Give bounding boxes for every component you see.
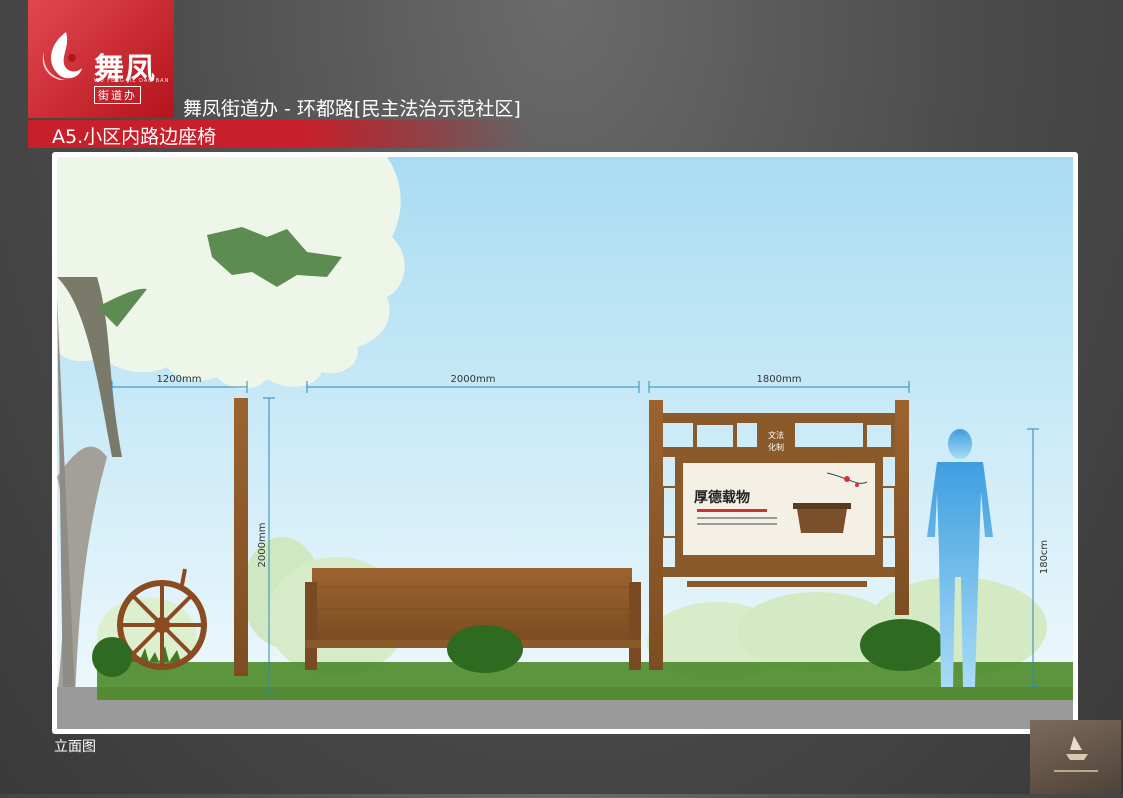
wooden-post (234, 398, 248, 676)
plants (92, 619, 944, 677)
tree (57, 157, 405, 697)
dimension-lines (111, 381, 1039, 693)
brand-logo: 舞凤 WU FENG JIE DAO BAN 街道办 (28, 0, 174, 118)
bronze-vessel-icon (797, 509, 847, 533)
dim-height-post: 2000mm (257, 523, 268, 568)
page-title: 舞凤街道办 - 环都路[民主法治示范社区] (183, 98, 521, 120)
board-label-2: 化制 (768, 442, 784, 452)
signboard: 文法 化制 厚德载物 (649, 400, 909, 670)
brand-pinyin: WU FENG JIE DAO BAN (94, 78, 170, 84)
brand-name: 舞凤 (94, 52, 156, 87)
corner-emblem-icon (1054, 736, 1098, 772)
wooden-wheel (117, 568, 207, 670)
phoenix-icon (42, 32, 82, 80)
section-title: A5.小区内路边座椅 (52, 126, 217, 148)
poster-title: 厚德载物 (694, 489, 750, 506)
board-label-1: 文法 (768, 430, 784, 440)
drawing-caption: 立面图 (54, 739, 96, 755)
elevation-drawing: 文法 化制 厚德载物 (57, 157, 1073, 729)
dim-height-person: 180cm (1039, 540, 1050, 574)
dim-width-1: 1200mm (157, 374, 202, 385)
section-bar (28, 120, 528, 148)
brand-subtitle: 街道办 (94, 86, 141, 104)
elevation-drawing-frame: 文法 化制 厚德载物 (52, 152, 1078, 734)
dim-width-3: 1800mm (757, 374, 802, 385)
dim-width-2: 2000mm (451, 374, 496, 385)
corner-logo (1030, 720, 1121, 794)
person-silhouette (927, 429, 993, 687)
